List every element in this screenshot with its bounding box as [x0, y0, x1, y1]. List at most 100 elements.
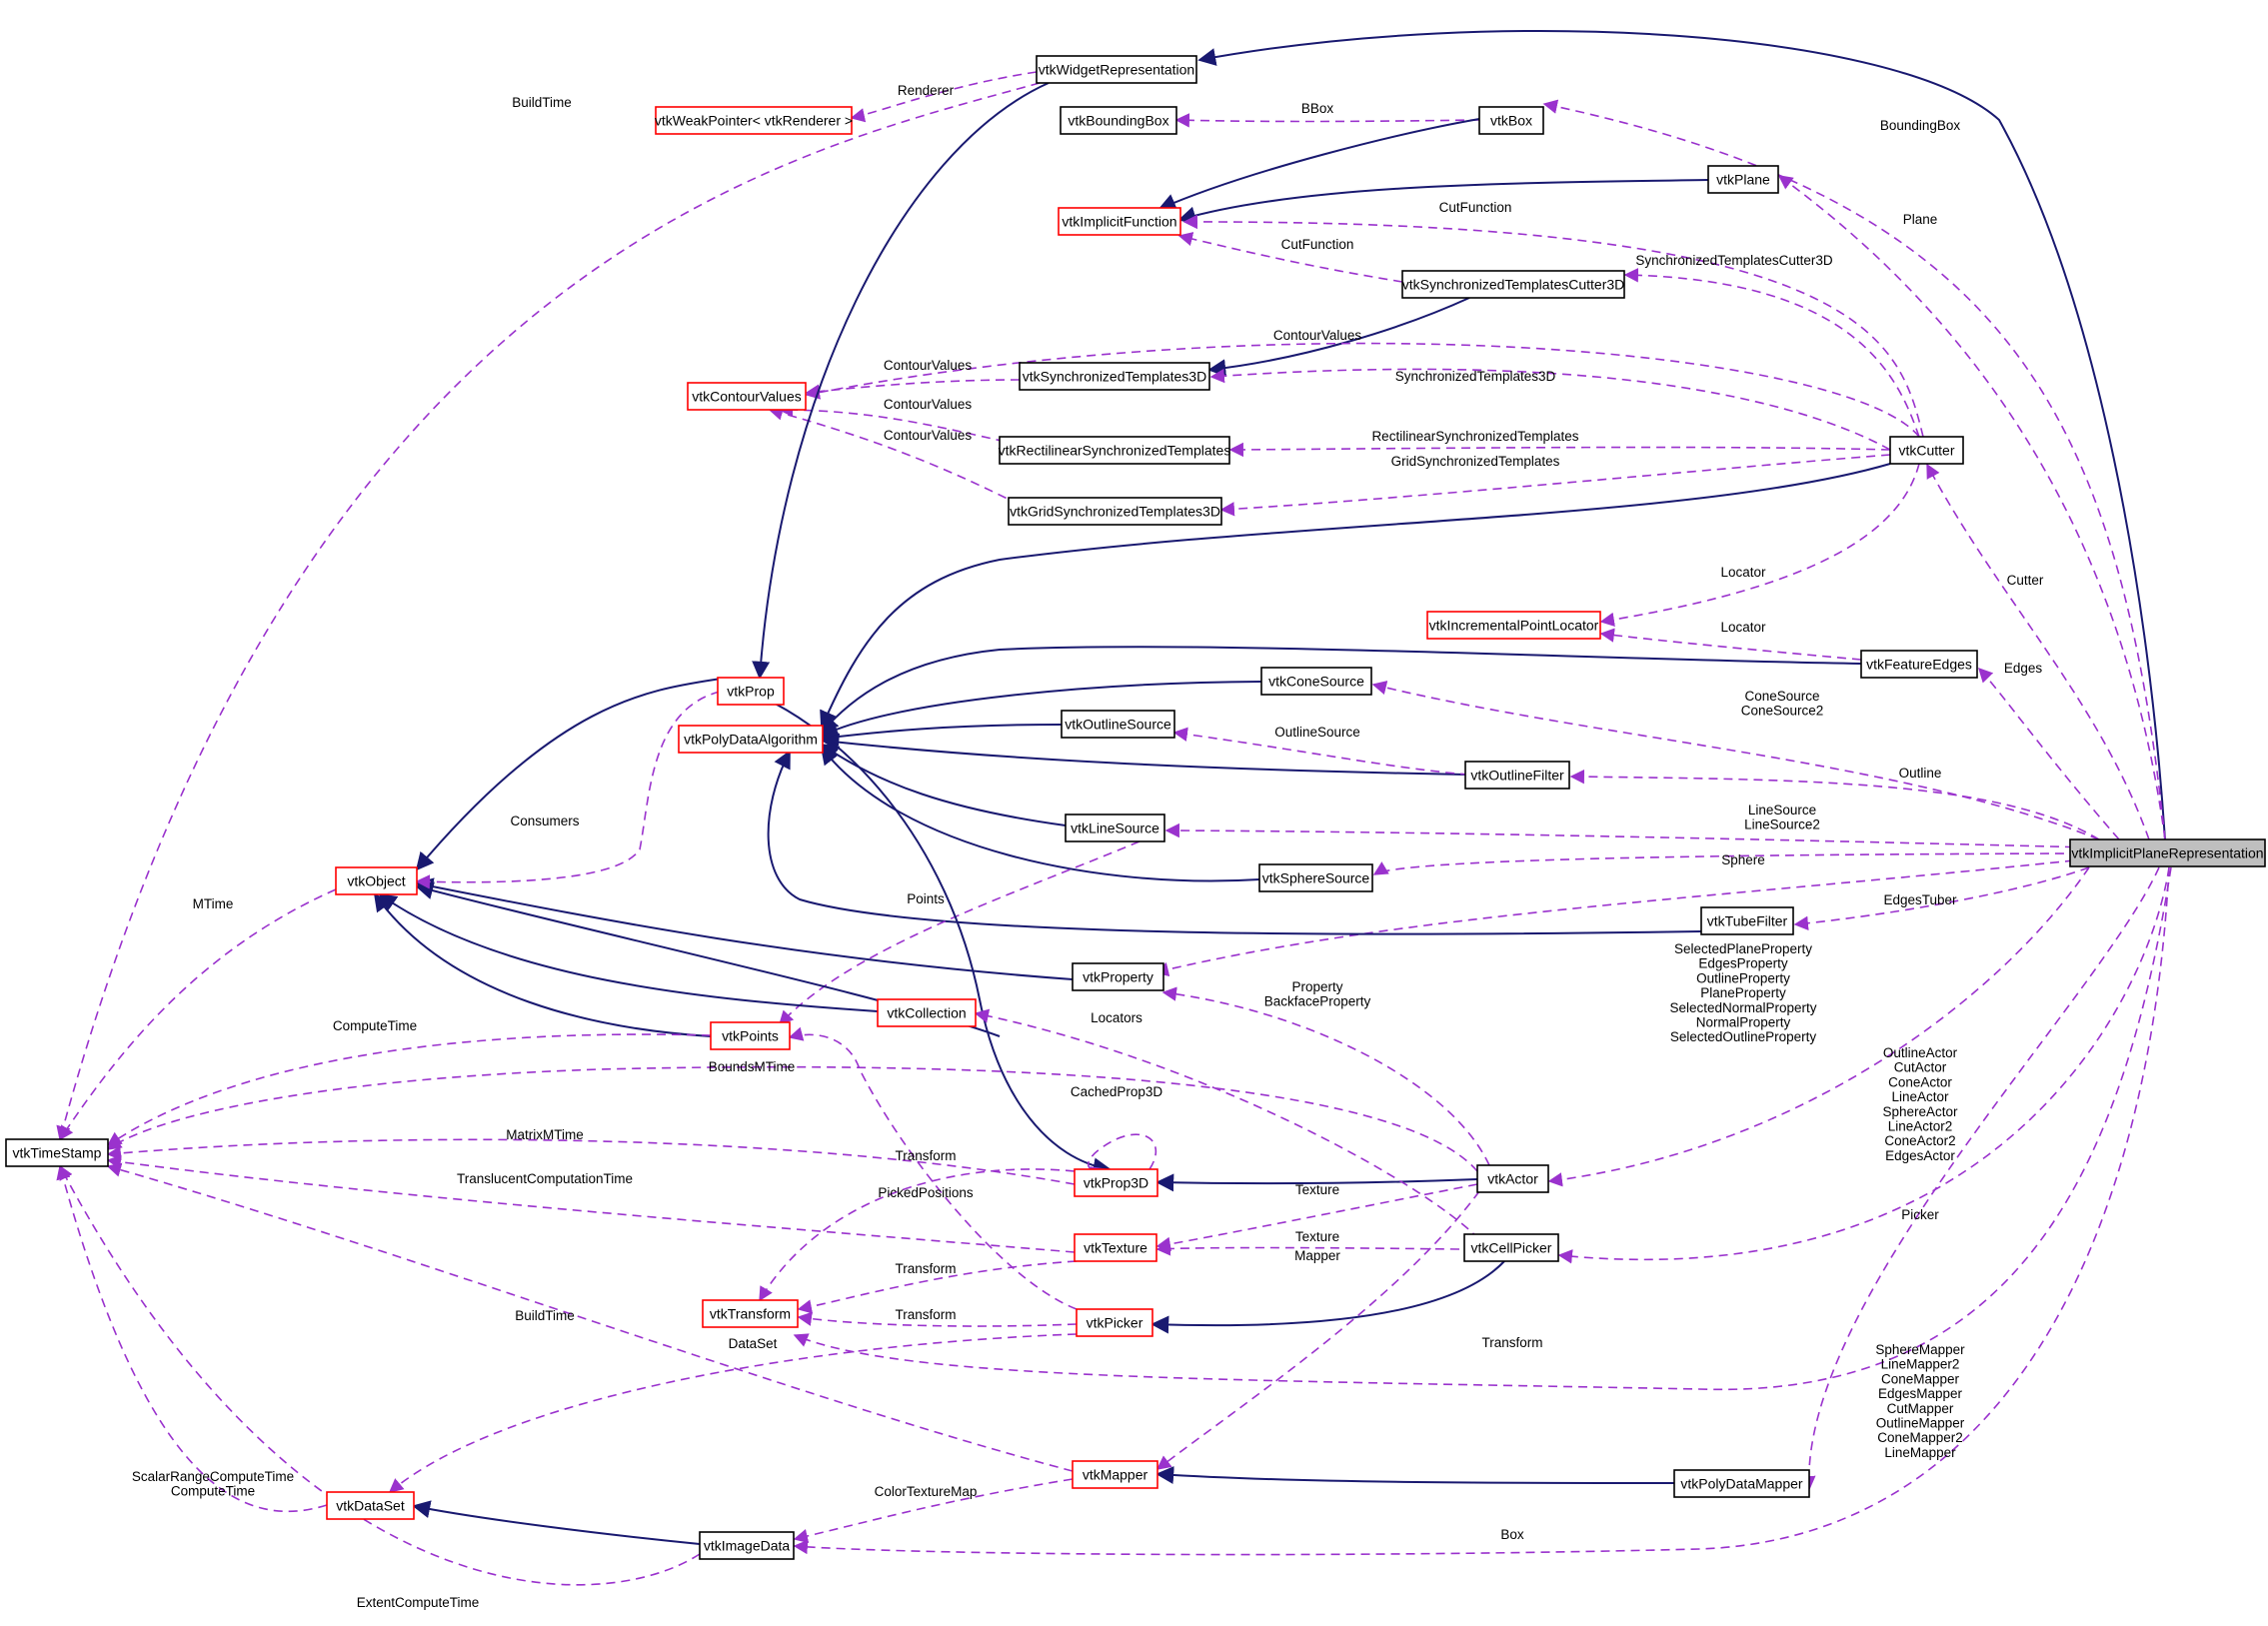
usage-edge-30 — [778, 402, 1021, 446]
class-node-box — [1476, 1164, 1549, 1193]
class-node-label: vtkIncrementalPointLocator — [1429, 618, 1599, 634]
class-node-plane[interactable]: vtkPlane — [1707, 165, 1779, 194]
edge-label-gst-lbl: GridSynchronizedTemplates — [1391, 454, 1560, 469]
class-node-label: vtkOutlineFilter — [1470, 768, 1564, 784]
class-node-sphere[interactable]: vtkSphereSource — [1258, 863, 1373, 892]
class-node-box — [1260, 667, 1372, 696]
class-node-st3d[interactable]: vtkSynchronizedTemplates3D — [1019, 362, 1210, 391]
usage-edge-42 — [1172, 727, 1470, 776]
class-node-label: vtkBox — [1490, 113, 1532, 129]
inheritance-edge-32 — [820, 463, 1891, 730]
class-node-box — [1072, 962, 1164, 991]
usage-edge-53 — [106, 1065, 1478, 1172]
edge-labels-layer: BuildTimeRendererBBoxBoundingBoxPlaneCut… — [132, 83, 2044, 1610]
usage-edge-71 — [788, 1026, 1078, 1310]
class-node-linesrc[interactable]: vtkLineSource — [1065, 813, 1165, 842]
class-node-gst[interactable]: vtkGridSynchronizedTemplates3D — [1008, 497, 1222, 526]
class-node-main[interactable]: vtkImplicitPlaneRepresentation — [2069, 838, 2266, 867]
class-node-box — [1426, 611, 1601, 640]
inheritance-edge-24 — [1207, 297, 1470, 378]
usage-edge-13 — [1926, 463, 2150, 840]
class-node-outlinesrc[interactable]: vtkOutlineSource — [1061, 710, 1175, 739]
class-node-label: vtkLineSource — [1071, 820, 1159, 836]
edge-label-stcutter-lbl: SynchronizedTemplatesCutter3D — [1635, 253, 1833, 268]
class-node-label: vtkBoundingBox — [1068, 113, 1168, 129]
class-node-box — [1074, 1233, 1157, 1262]
class-node-stcutter[interactable]: vtkSynchronizedTemplatesCutter3D — [1401, 270, 1625, 299]
class-node-timestamp[interactable]: vtkTimeStamp — [5, 1138, 109, 1167]
usage-edge-1 — [1542, 99, 2166, 840]
class-node-outlinefilter[interactable]: vtkOutlineFilter — [1464, 761, 1570, 790]
class-node-picker[interactable]: vtkPicker — [1076, 1308, 1153, 1337]
class-node-box — [1464, 761, 1570, 790]
usage-edge-64 — [1155, 1241, 1460, 1256]
class-node-rst[interactable]: vtkRectilinearSynchronizedTemplates — [999, 436, 1231, 465]
class-node-ipl[interactable]: vtkIncrementalPointLocator — [1426, 611, 1601, 640]
edge-label-outlinesource: OutlineSource — [1274, 725, 1360, 740]
class-node-box[interactable]: vtkBox — [1478, 106, 1544, 135]
usage-edge-9 — [1569, 769, 2100, 840]
edge-label-buildtime-bottom: BuildTime — [515, 1308, 575, 1323]
edge-label-boundingbox: BoundingBox — [1880, 118, 1961, 133]
class-node-transform[interactable]: vtkTransform — [702, 1299, 799, 1328]
usage-edge-63 — [1155, 1183, 1478, 1251]
inheritance-edge-68 — [1150, 1260, 1505, 1334]
class-node-object[interactable]: vtkObject — [335, 866, 418, 895]
class-node-bbox[interactable]: vtkBoundingBox — [1060, 106, 1177, 135]
class-node-box — [1258, 863, 1373, 892]
inheritance-edge-48 — [378, 892, 879, 1012]
edge-label-locators: Locators — [1091, 1010, 1142, 1025]
class-node-box — [1019, 362, 1210, 391]
class-node-mapper[interactable]: vtkMapper — [1072, 1460, 1158, 1489]
class-node-label: vtkCollection — [887, 1005, 966, 1021]
inheritance-edge-20 — [1157, 118, 1480, 211]
class-node-cellpicker[interactable]: vtkCellPicker — [1463, 1233, 1559, 1262]
class-node-pdmapper[interactable]: vtkPolyDataMapper — [1673, 1469, 1810, 1498]
class-node-prop3d[interactable]: vtkProp3D — [1074, 1168, 1158, 1197]
class-node-dataset[interactable]: vtkDataSet — [326, 1491, 415, 1520]
edge-label-mtime: MTime — [193, 896, 234, 911]
class-node-prop[interactable]: vtkProp — [717, 677, 785, 706]
edge-label-cutfunction2: CutFunction — [1281, 237, 1354, 252]
usage-edge-74 — [793, 1478, 1074, 1544]
edge-label-mapper-lbl: Mapper — [1294, 1248, 1340, 1263]
usage-edge-70 — [797, 1311, 1078, 1327]
class-node-implicit[interactable]: vtkImplicitFunction — [1058, 207, 1181, 236]
class-node-texture[interactable]: vtkTexture — [1074, 1233, 1157, 1262]
class-node-cutter[interactable]: vtkCutter — [1889, 436, 1964, 465]
class-node-label: vtkMapper — [1083, 1467, 1148, 1483]
class-node-actor[interactable]: vtkActor — [1476, 1164, 1549, 1193]
edge-label-edgestuber: EdgesTuber — [1883, 892, 1957, 907]
class-node-box — [1008, 497, 1222, 526]
class-node-pda[interactable]: vtkPolyDataAlgorithm — [678, 725, 824, 754]
usage-edge-2 — [1777, 175, 2166, 840]
class-node-label: vtkTexture — [1084, 1240, 1147, 1256]
class-node-fedges[interactable]: vtkFeatureEdges — [1860, 650, 1978, 679]
class-node-property[interactable]: vtkProperty — [1072, 962, 1164, 991]
class-node-label: vtkCellPicker — [1471, 1240, 1552, 1256]
class-node-label: vtkSynchronizedTemplatesCutter3D — [1402, 277, 1625, 293]
edge-label-box-lbl: Box — [1500, 1527, 1524, 1542]
usage-edge-6 — [1801, 866, 2160, 1491]
class-node-imagedata[interactable]: vtkImageData — [699, 1531, 795, 1560]
class-node-collection[interactable]: vtkCollection — [877, 998, 977, 1027]
class-node-widgetrep[interactable]: vtkWidgetRepresentation — [1036, 55, 1197, 84]
class-node-contour[interactable]: vtkContourValues — [687, 382, 807, 411]
class-node-label: vtkPicker — [1087, 1315, 1143, 1331]
class-node-box — [687, 382, 807, 411]
usage-edge-14 — [793, 866, 2172, 1391]
usage-edge-33 — [1599, 463, 1920, 628]
usage-edge-50 — [415, 691, 721, 889]
class-node-cone[interactable]: vtkConeSource — [1260, 667, 1372, 696]
class-node-tube[interactable]: vtkTubeFilter — [1700, 906, 1794, 935]
class-node-points[interactable]: vtkPoints — [710, 1021, 791, 1050]
edge-label-st3d-lbl: SynchronizedTemplates3D — [1395, 369, 1556, 384]
inheritance-edge-47 — [415, 877, 1074, 980]
usage-edge-15 — [793, 866, 2170, 1556]
class-node-weakptr[interactable]: vtkWeakPointer< vtkRenderer > — [655, 106, 853, 135]
inheritance-edge-60 — [1155, 1173, 1478, 1192]
